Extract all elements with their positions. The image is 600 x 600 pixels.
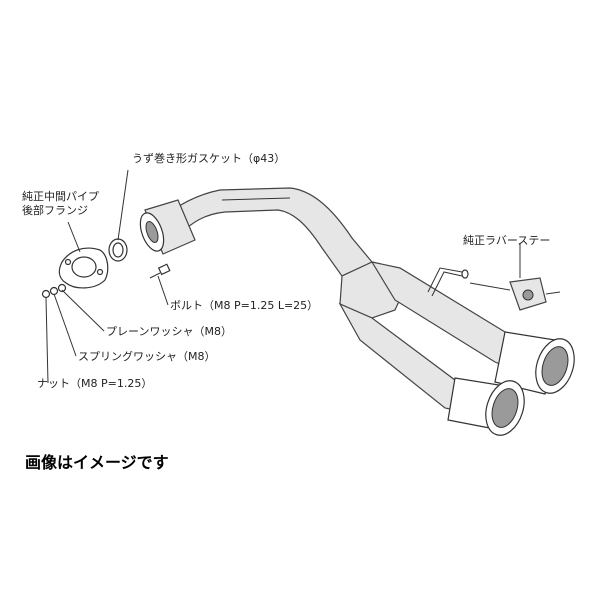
label-factory-flange-line2: 後部フランジ: [22, 204, 88, 218]
bolt: [149, 263, 171, 279]
label-bolt: ボルト（M8 P=1.25 L=25）: [170, 299, 319, 312]
leader-lines: [45, 169, 521, 384]
label-nut: ナット（M8 P=1.25）: [37, 377, 153, 390]
image-disclaimer-caption: 画像はイメージです: [25, 453, 169, 472]
label-spiral-gasket: うず巻き形ガスケット（φ43）: [132, 152, 286, 165]
nut-and-washers: [41, 283, 67, 299]
label-factory-flange: 純正中間パイプ 後部フランジ: [22, 190, 99, 219]
factory-flange: [58, 247, 109, 289]
rubber-stay: [469, 277, 561, 311]
spiral-gasket: [108, 238, 128, 262]
tail-pipe-tips: [447, 331, 575, 436]
label-spring-washer: スプリングワッシャ（M8）: [78, 350, 216, 363]
label-rubber-stay: 純正ラバーステー: [463, 234, 551, 247]
front-resonator: [139, 199, 196, 255]
hanger-rod: [427, 267, 469, 297]
label-plain-washer: プレーンワッシャ（M8）: [106, 325, 232, 338]
label-factory-flange-line1: 純正中間パイプ: [22, 190, 99, 203]
